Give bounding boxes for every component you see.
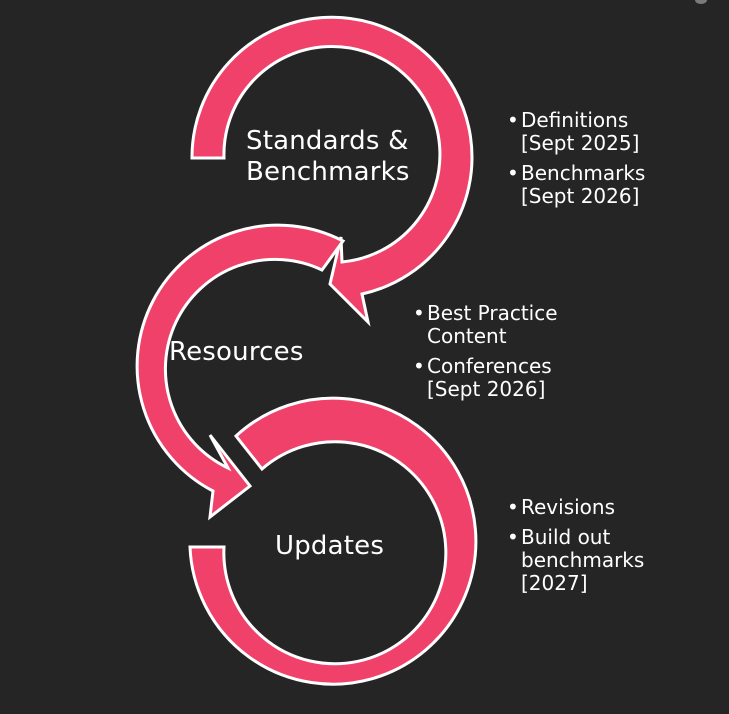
bullet-line: benchmarks [521,548,645,572]
resources-arrow [135,223,346,521]
resources-bullet-list: Best Practice Content Conferences [Sept … [413,302,558,408]
bullet-item: Build out benchmarks [2027] [507,526,644,595]
bullet-line: Best Practice [427,301,558,325]
standards-bullet-list: Definitions [Sept 2025] Benchmarks [Sept… [507,109,645,215]
standards-arrow [190,15,474,327]
bullet-line: Benchmarks [521,161,646,185]
stage-resources-line1: Resources [169,337,304,367]
bullet-line: Definitions [521,108,629,132]
bullet-line: Content [427,324,507,348]
stage-standards-label: Standards & Benchmarks [246,126,410,188]
corner-indicator [695,0,707,4]
updates-arrow [188,396,478,686]
bullet-line: Build out [521,525,611,549]
stage-updates-line1: Updates [275,531,385,561]
bullet-item: Definitions [Sept 2025] [507,109,645,155]
bullet-line: Revisions [521,495,616,519]
bullet-item: Benchmarks [Sept 2026] [507,162,645,208]
stage-standards-line1: Standards & [246,126,409,156]
bullet-line: [Sept 2026] [521,184,640,208]
bullet-line: [2027] [521,571,588,595]
bullet-line: [Sept 2026] [427,377,546,401]
stage-updates-label: Updates [275,531,384,562]
bullet-line: Conferences [427,354,552,378]
stage-resources-label: Resources [169,337,304,368]
bullet-line: [Sept 2025] [521,131,640,155]
bullet-item: Conferences [Sept 2026] [413,355,558,401]
bullet-item: Revisions [507,495,644,520]
stage-standards-line2: Benchmarks [246,157,410,187]
bullet-item: Best Practice Content [413,302,558,348]
updates-bullet-list: Revisions Build out benchmarks [2027] [507,496,644,602]
